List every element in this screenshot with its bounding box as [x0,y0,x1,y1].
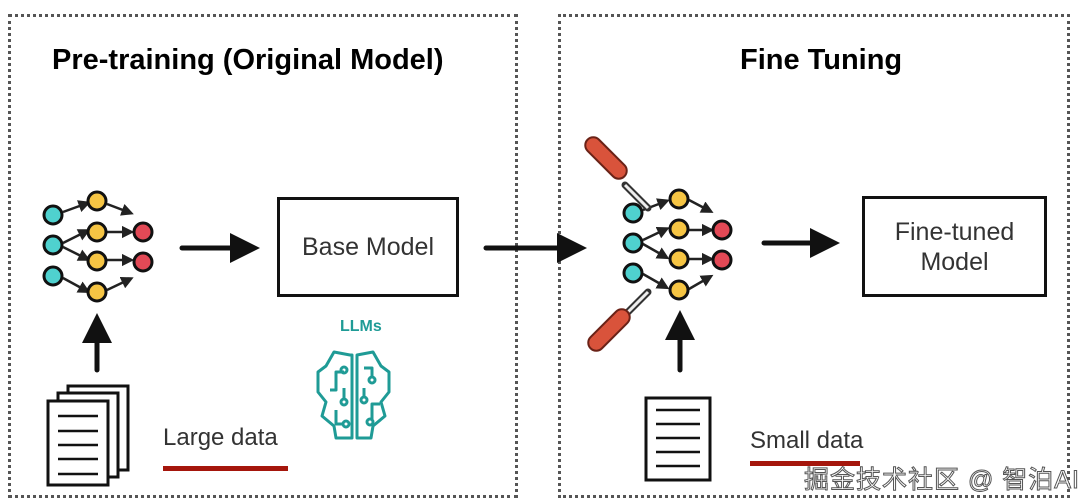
output-node [132,221,154,243]
finetuning-title: Fine Tuning [740,44,903,76]
small-data-underline [750,461,860,466]
neural-network-icon [42,190,154,303]
finetuned-model-label-line1: Fine-tuned [894,217,1015,246]
input-node [622,232,644,254]
output-node [711,219,733,241]
hidden-node [86,250,108,272]
large-data-underline [163,466,288,471]
output-node [132,251,154,273]
document-icon [644,396,712,482]
small-data-label: Small data [750,427,864,454]
hidden-node [86,221,108,243]
output-node [711,249,733,271]
finetuned-model-box: Fine-tuned Model [862,196,1047,297]
finetuned-model-label-line2: Model [920,247,989,276]
large-data-label: Large data [163,424,278,451]
input-node [42,265,64,287]
hidden-node [668,188,690,210]
pretraining-panel [8,14,518,498]
input-node [42,234,64,256]
input-node [622,202,644,224]
finetune-network-icon [622,188,733,301]
base-model-box: Base Model [277,197,459,297]
hidden-node [668,248,690,270]
screwdriver-icon [584,136,652,212]
hidden-node [86,281,108,303]
watermark: 掘金技术社区 @ 智泊AI [804,466,1080,495]
hidden-node [668,218,690,240]
hidden-node [86,190,108,212]
document-stack-icon [46,384,130,487]
input-node [622,262,644,284]
brain-circuit-icon [316,350,391,440]
hidden-node [668,279,690,301]
screwdriver-icon [587,288,652,352]
input-node [42,204,64,226]
llms-label: LLMs [340,318,382,335]
base-model-label: Base Model [301,233,435,261]
pretraining-title: Pre-training (Original Model) [52,44,444,76]
